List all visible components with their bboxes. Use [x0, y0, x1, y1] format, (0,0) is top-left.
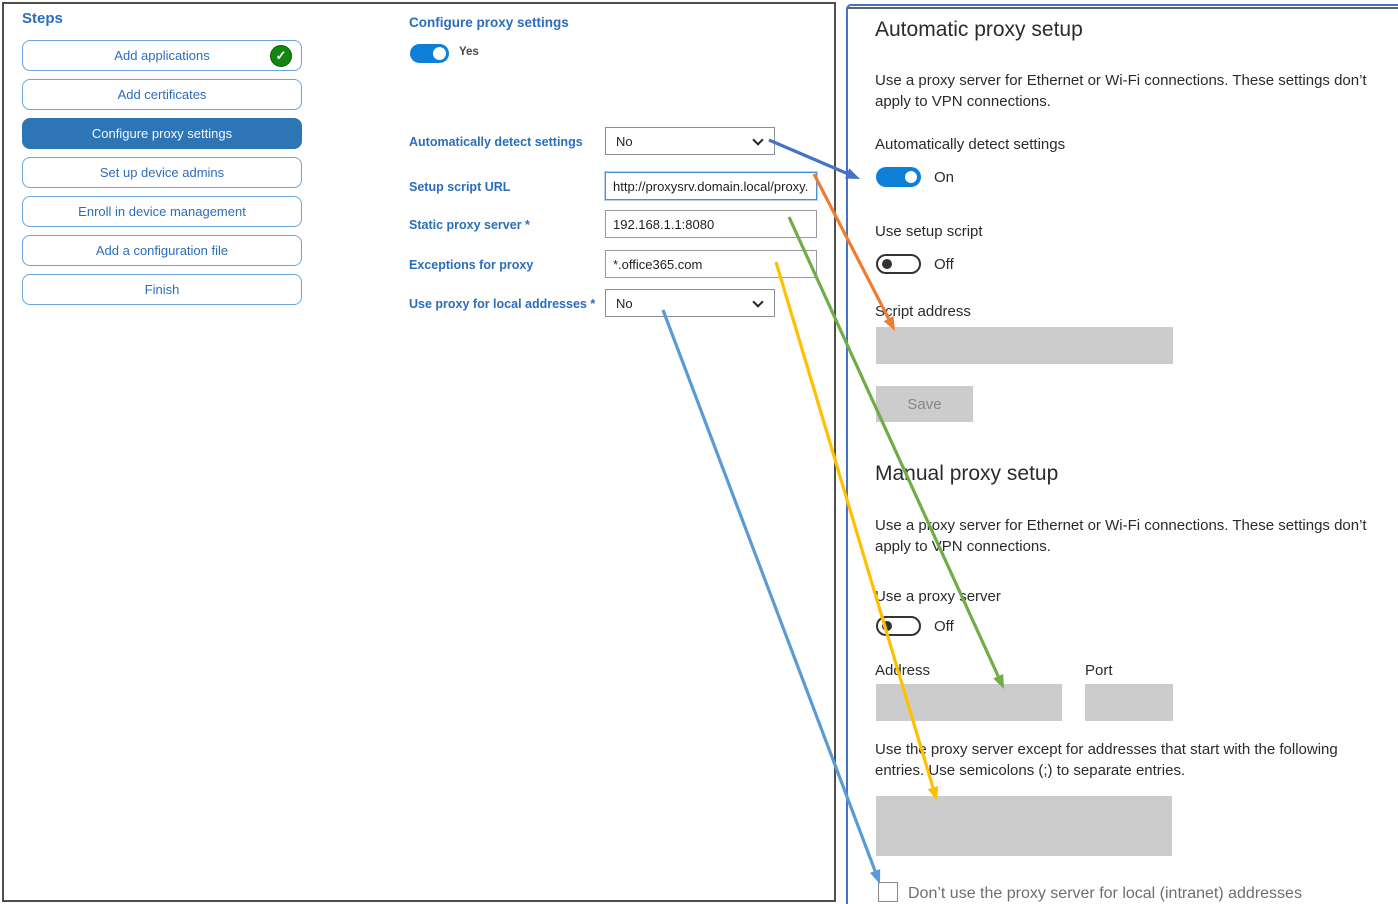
auto-detect-settings-toggle[interactable]	[876, 167, 921, 187]
step-label: Add applications	[114, 48, 210, 63]
setup-script-url-label: Setup script URL	[409, 180, 511, 194]
step-label: Configure proxy settings	[91, 126, 233, 141]
step-label: Finish	[144, 282, 180, 297]
step-button-finish[interactable]: Finish	[22, 274, 302, 305]
windows-settings-proxy-panel: Automatic proxy setup Use a proxy server…	[846, 4, 1398, 904]
steps-panel-title: Steps	[22, 10, 63, 27]
step-button-add-certificates[interactable]: Add certificates	[22, 79, 302, 110]
exceptions-for-proxy-input[interactable]	[605, 250, 817, 278]
step-button-add-applications[interactable]: Add applications ✓	[22, 40, 302, 71]
step-completed-check-icon: ✓	[270, 45, 292, 67]
address-label: Address	[875, 662, 931, 679]
steps-panel: Steps Add applications ✓ Add certificate…	[22, 10, 302, 313]
step-label: Enroll in device management	[78, 204, 246, 219]
port-field[interactable]	[1085, 684, 1173, 721]
auto-detect-settings-setting-label: Automatically detect settings	[875, 136, 1066, 153]
auto-detect-settings-select[interactable]: No	[605, 127, 775, 155]
setup-script-url-input[interactable]	[604, 171, 818, 201]
use-setup-script-toggle-state: Off	[934, 256, 954, 273]
configure-proxy-toggle-label: Yes	[459, 46, 479, 58]
select-value: No	[616, 295, 633, 311]
script-address-field[interactable]	[876, 327, 1173, 364]
local-addresses-checkbox[interactable]	[878, 882, 898, 902]
use-a-proxy-server-label: Use a proxy server	[875, 588, 1001, 605]
toggle-knob	[433, 47, 446, 60]
select-value: No	[616, 133, 633, 149]
script-address-label: Script address	[875, 303, 971, 320]
step-button-enroll-in-device-management[interactable]: Enroll in device management	[22, 196, 302, 227]
manual-proxy-setup-heading: Manual proxy setup	[875, 462, 1059, 485]
address-field[interactable]	[876, 684, 1062, 721]
settings-window-top-edge	[848, 7, 1398, 9]
port-label: Port	[1085, 662, 1113, 679]
proxy-exceptions-field[interactable]	[876, 796, 1172, 856]
automatic-proxy-setup-heading: Automatic proxy setup	[875, 18, 1083, 41]
save-button[interactable]: Save	[876, 386, 973, 422]
configure-proxy-toggle[interactable]	[410, 44, 449, 63]
toggle-knob	[905, 171, 917, 183]
use-proxy-local-addresses-select[interactable]: No	[605, 289, 775, 317]
static-proxy-server-input[interactable]	[605, 210, 817, 238]
use-setup-script-toggle[interactable]	[876, 254, 921, 274]
manual-proxy-description: Use a proxy server for Ethernet or Wi-Fi…	[875, 517, 1367, 555]
chevron-down-icon	[752, 296, 764, 308]
automatic-proxy-description: Use a proxy server for Ethernet or Wi-Fi…	[875, 72, 1367, 110]
toggle-knob	[882, 259, 892, 269]
local-addresses-checkbox-label: Don’t use the proxy server for local (in…	[908, 885, 1302, 902]
step-label: Add certificates	[117, 87, 207, 102]
step-label: Add a configuration file	[95, 243, 229, 258]
use-proxy-local-addresses-label: Use proxy for local addresses *	[409, 297, 596, 311]
use-a-proxy-server-toggle[interactable]	[876, 616, 921, 636]
auto-detect-toggle-state: On	[934, 169, 955, 186]
use-setup-script-label: Use setup script	[875, 223, 983, 240]
proxy-exceptions-description: Use the proxy server except for addresse…	[875, 741, 1338, 779]
step-button-add-a-configuration-file[interactable]: Add a configuration file	[22, 235, 302, 266]
toggle-knob	[882, 621, 892, 631]
use-a-proxy-server-toggle-state: Off	[934, 618, 954, 635]
page-title: Configure proxy settings	[409, 15, 569, 30]
chevron-down-icon	[752, 134, 764, 146]
step-button-set-up-device-admins[interactable]: Set up device admins	[22, 157, 302, 188]
step-button-configure-proxy-settings[interactable]: Configure proxy settings	[22, 118, 302, 149]
static-proxy-server-label: Static proxy server *	[409, 218, 530, 232]
step-label: Set up device admins	[99, 165, 225, 180]
auto-detect-settings-label: Automatically detect settings	[409, 135, 583, 149]
exceptions-for-proxy-label: Exceptions for proxy	[409, 258, 534, 272]
